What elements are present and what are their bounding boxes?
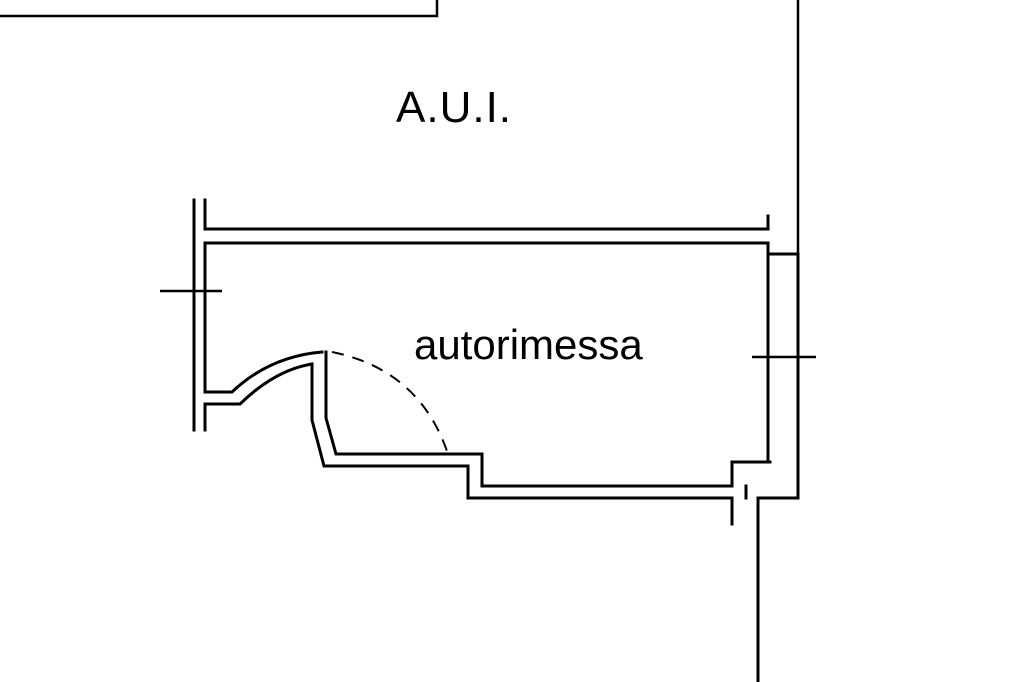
room-label-aui: A.U.I.	[396, 83, 513, 132]
garage-top-wall-outer	[203, 198, 770, 231]
room-label-garage: autorimessa	[414, 321, 643, 368]
garage-right-wall-outer	[756, 252, 800, 682]
garage-niche-inner	[203, 362, 314, 406]
garage-niche-outer	[203, 350, 324, 394]
garage-bottom-wall-outer	[310, 362, 734, 526]
garage-bottom-wall-inner	[324, 350, 772, 488]
garage-top-wall-inner	[203, 241, 770, 256]
upper-room-wall	[0, 0, 439, 18]
